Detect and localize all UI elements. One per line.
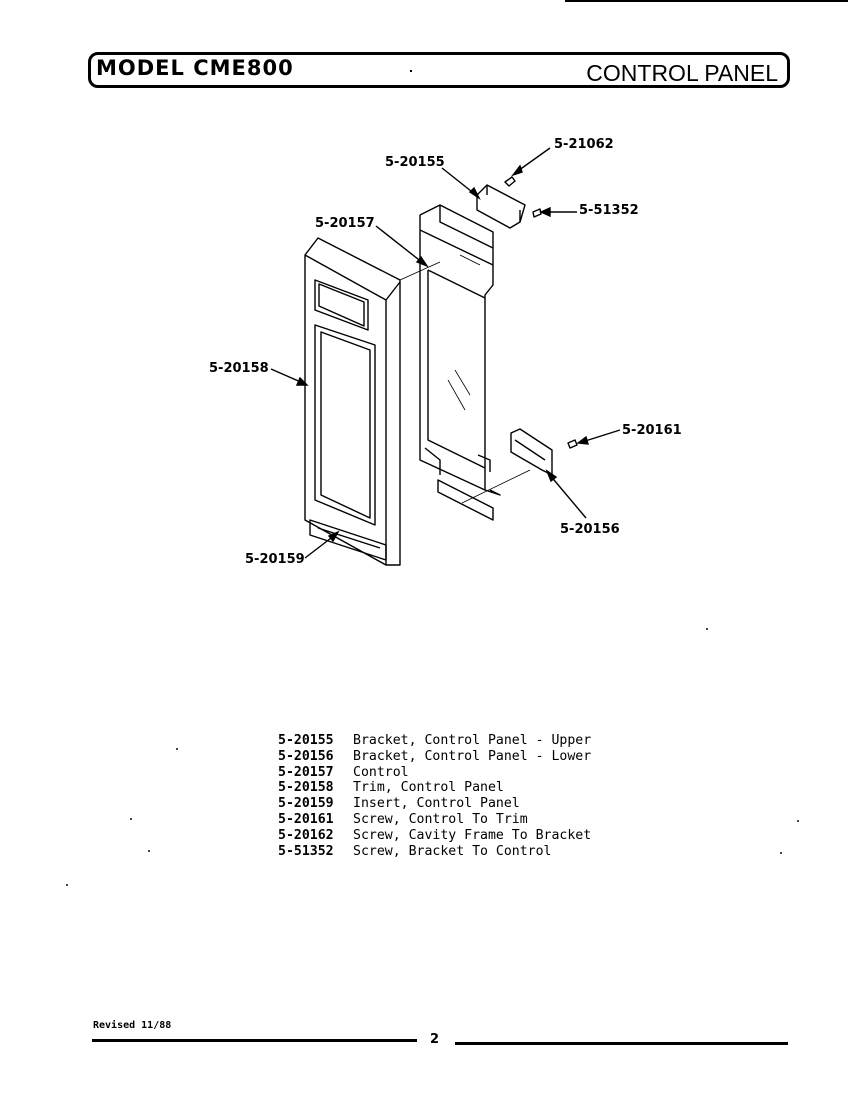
part-description: Trim, Control Panel [353,780,504,796]
part-description: Screw, Bracket To Control [353,843,552,859]
scan-speck [176,748,178,750]
part-description: Screw, Control To Trim [353,811,528,827]
part-number: 5-20158 [278,780,334,796]
parts-row: 5-20155 Bracket, Control Panel - Upper [278,733,591,749]
callout-5-20156: 5-20156 [560,522,620,537]
parts-row: 5-20162 Screw, Cavity Frame To Bracket [278,828,591,844]
part-description: Bracket, Control Panel - Lower [353,748,592,764]
part-number: 5-20155 [278,733,334,748]
bracket-screw [532,208,542,218]
callout-5-20159: 5-20159 [245,552,305,567]
model-title: MODEL CME800 [96,56,294,80]
part-description: Screw, Cavity Frame To Bracket [353,827,592,843]
callout-5-51352: 5-51352 [579,203,639,218]
lower-bracket [510,428,553,476]
callout-5-20157: 5-20157 [315,216,375,231]
part-number: 5-20157 [278,764,334,780]
part-description: Control [353,764,409,780]
part-number: 5-20161 [278,811,334,827]
part-number: 5-51352 [278,843,334,859]
scan-speck [797,820,799,822]
callout-5-20158: 5-20158 [209,361,269,376]
callout-5-21062: 5-21062 [554,137,614,152]
callout-5-20155: 5-20155 [385,155,445,170]
footer-rule-right [455,1042,788,1045]
trim-screw [567,439,578,449]
parts-row: 5-20156 Bracket, Control Panel - Lower [278,749,591,765]
part-number: 5-20162 [278,827,334,843]
scan-speck [148,850,150,852]
scan-speck [130,818,132,820]
leader-lines [270,147,621,559]
parts-row: 5-51352 Screw, Bracket To Control [278,844,591,860]
footer-rule-left [92,1039,417,1042]
upper-screw [504,176,516,187]
scan-speck [706,628,708,630]
part-number: 5-20156 [278,748,334,764]
section-title: CONTROL PANEL [586,60,778,86]
revision-note: Revised 11/88 [93,1020,172,1031]
callout-5-20161: 5-20161 [622,423,682,438]
header-speck [410,70,412,72]
scan-speck [780,852,782,854]
parts-row: 5-20157 Control [278,765,591,781]
scan-speck [66,884,68,886]
page-number: 2 [430,1032,440,1047]
control-unit [419,204,501,521]
part-description: Insert, Control Panel [353,796,520,812]
parts-row: 5-20158 Trim, Control Panel [278,780,591,796]
trim-panel [304,237,401,566]
parts-row: 5-20161 Screw, Control To Trim [278,812,591,828]
part-description: Bracket, Control Panel - Upper [353,733,592,748]
top-border-line [565,0,848,2]
upper-bracket [476,184,526,229]
exploded-view-diagram [270,147,621,566]
parts-list: 5-20155 Bracket, Control Panel - Upper 5-… [278,733,591,859]
part-number: 5-20159 [278,796,334,812]
parts-row: 5-20159 Insert, Control Panel [278,796,591,812]
header-frame [88,52,790,88]
